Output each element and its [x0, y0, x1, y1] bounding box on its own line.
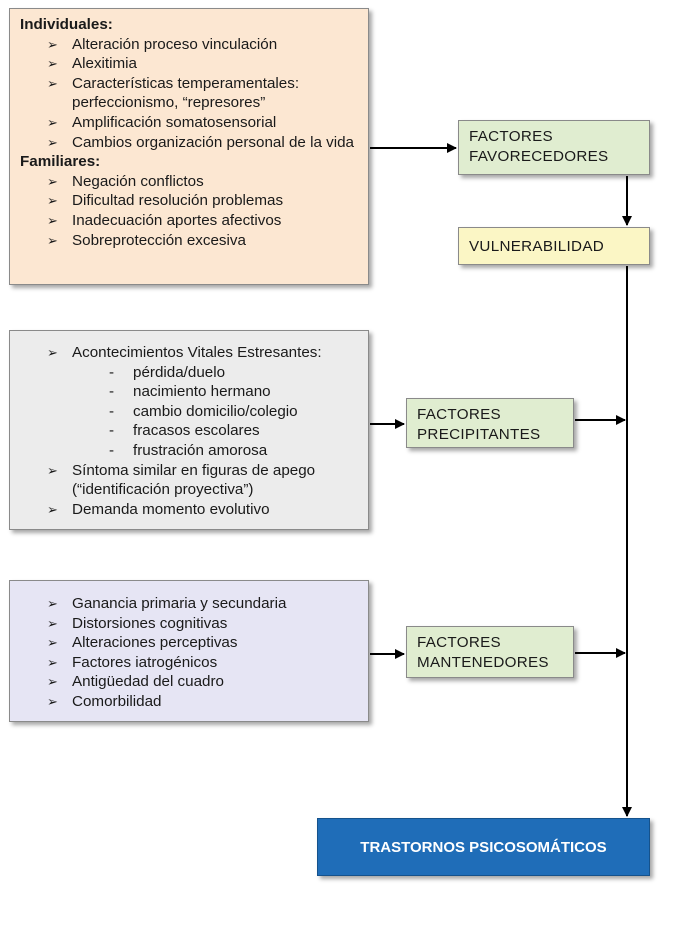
- vulnerabilidad-box: VULNERABILIDAD: [458, 227, 650, 265]
- factores-mantenedores-box: FACTORES MANTENEDORES: [406, 626, 574, 678]
- list-item: Características temperamentales: perfecc…: [20, 74, 360, 113]
- list-item: Síntoma similar en figuras de apego (“id…: [20, 461, 360, 500]
- sub-item: pérdida/duelo: [20, 363, 360, 383]
- list-item: Comorbilidad: [20, 692, 360, 712]
- mantenedores-panel: Ganancia primaria y secundaria Distorsio…: [9, 580, 369, 722]
- favorecedores-list: Individuales: Alteración proceso vincula…: [20, 15, 360, 250]
- list-item-line: (“identificación proyectiva”): [72, 481, 254, 499]
- familiares-heading: Familiares:: [20, 153, 101, 171]
- list-item: Sobreprotección excesiva: [20, 231, 360, 251]
- list-item: Factores iatrogénicos: [20, 653, 360, 673]
- list-item: Acontecimientos Vitales Estresantes:: [20, 343, 360, 363]
- node-label: VULNERABILIDAD: [469, 238, 605, 255]
- node-label: FACTORES: [469, 128, 553, 145]
- node-label: FACTORES: [417, 634, 501, 651]
- list-item: Distorsiones cognitivas: [20, 614, 360, 634]
- node-label: PRECIPITANTES: [417, 425, 541, 443]
- list-item: Cambios organización personal de la vida: [20, 133, 360, 153]
- list-item: Ganancia primaria y secundaria: [20, 594, 360, 614]
- list-item: Inadecuación aportes afectivos: [20, 211, 360, 231]
- list-item: Negación conflictos: [20, 172, 360, 192]
- list-item: Antigüedad del cuadro: [20, 672, 360, 692]
- list-item-line: Síntoma similar en figuras de apego: [72, 461, 316, 479]
- node-label: FACTORES: [417, 406, 501, 423]
- sub-item: nacimiento hermano: [20, 382, 360, 402]
- sub-item: fracasos escolares: [20, 421, 360, 441]
- precipitantes-list: Acontecimientos Vitales Estresantes: pér…: [20, 343, 360, 519]
- factores-favorecedores-box: FACTORES FAVORECEDORES: [458, 120, 650, 175]
- trastornos-psicosomaticos-box: TRASTORNOS PSICOSOMÁTICOS: [317, 818, 650, 876]
- mantenedores-list: Ganancia primaria y secundaria Distorsio…: [20, 594, 360, 712]
- favorecedores-panel: Individuales: Alteración proceso vincula…: [9, 8, 369, 285]
- list-item: Alteraciones perceptivas: [20, 633, 360, 653]
- sub-item: frustración amorosa: [20, 441, 360, 461]
- precipitantes-panel: Acontecimientos Vitales Estresantes: pér…: [9, 330, 369, 530]
- node-label: MANTENEDORES: [417, 653, 549, 671]
- list-item: Demanda momento evolutivo: [20, 500, 360, 520]
- outcome-label: TRASTORNOS PSICOSOMÁTICOS: [360, 838, 607, 856]
- list-item: Alteración proceso vinculación: [20, 35, 360, 55]
- individuales-heading: Individuales:: [20, 16, 113, 33]
- list-item: Alexitimia: [20, 54, 360, 74]
- list-item: Amplificación somatosensorial: [20, 113, 360, 133]
- list-item: Dificultad resolución problemas: [20, 191, 360, 211]
- sub-item: cambio domicilio/colegio: [20, 402, 360, 422]
- factores-precipitantes-box: FACTORES PRECIPITANTES: [406, 398, 574, 448]
- node-label: FAVORECEDORES: [469, 147, 609, 165]
